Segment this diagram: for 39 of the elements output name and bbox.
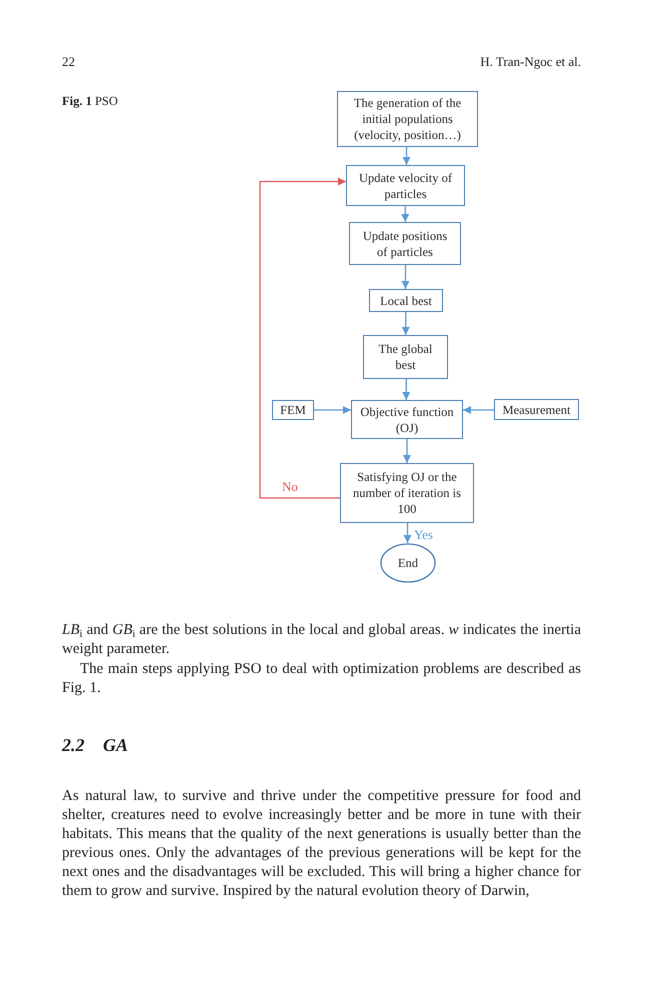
node-label: Satisfying OJ or the number of iteration is 100 <box>352 469 462 517</box>
body-paragraph: As natural law, to survive and thrive under the competitive pressure for food and shelter, creatures need to evolve increasingly better and be more in tune with their habitats. This means that the quality of the next generations is usually better than the previous ones. Only the advantages of the previous generations will be kept for the next ones and the disadvantages will be excluded. This will bring a higher chance for them to grow and survive. Inspired by the natural evolution theory of Darwin, <box>62 787 581 901</box>
node-label: The global best <box>378 341 434 373</box>
process-box <box>349 222 461 265</box>
running-head: H. Tran-Ngoc et al. <box>479 54 581 70</box>
node-label: Local best <box>380 292 432 308</box>
arrow <box>401 206 410 222</box>
process-box <box>346 165 465 206</box>
arrow <box>403 439 411 463</box>
body-paragraph: The main steps applying PSO to deal with optimization problems are described as Fig. 1. <box>62 660 581 698</box>
process-box <box>272 400 314 420</box>
process-box <box>337 91 478 147</box>
arrow <box>402 312 410 335</box>
section-heading: 2.2 GA <box>62 734 130 756</box>
process-box <box>369 289 443 312</box>
node-label: Update velocity of particles <box>358 170 454 202</box>
body-paragraph: LB$_{i}$ and GB$_{i}$ are the best solutions in the local and global areas. w indicates the inertia weight parameter. <box>62 621 581 659</box>
node-label: Objective function (OJ) <box>359 404 455 436</box>
edge-label: No <box>281 480 299 494</box>
node-label: Measurement <box>502 402 571 418</box>
page-number: 22 <box>62 54 76 70</box>
arrow <box>402 379 410 400</box>
arrow <box>404 523 412 543</box>
process-box <box>351 400 463 439</box>
feedback-arrow <box>259 178 346 499</box>
arrow <box>314 406 351 414</box>
edge-label: Yes <box>413 528 434 542</box>
process-box <box>494 399 579 420</box>
process-box <box>363 335 448 379</box>
node-label: End <box>398 555 418 571</box>
arrow <box>402 147 410 165</box>
figure-caption: Fig. 1 PSO <box>62 93 118 109</box>
node-label: Update positions of particles <box>362 228 448 260</box>
terminal-ellipse <box>380 543 436 583</box>
arrow <box>402 265 410 289</box>
node-label: The generation of the initial populations (velocity, position…) <box>352 95 462 143</box>
arrow <box>463 406 494 414</box>
process-box <box>340 463 474 523</box>
node-label: FEM <box>280 402 306 418</box>
